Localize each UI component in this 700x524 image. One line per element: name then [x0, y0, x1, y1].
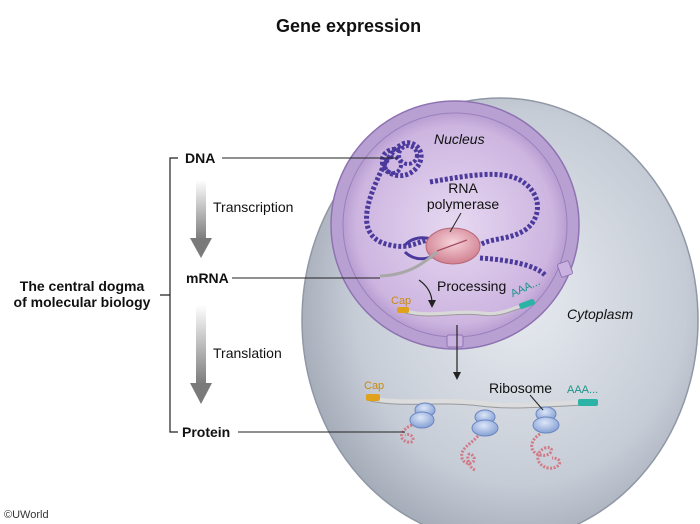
nuclear-pore: [557, 260, 573, 278]
cytoplasm-label: Cytoplasm: [567, 306, 634, 322]
poly-a-tail: [519, 299, 535, 309]
copyright: ©UWorld: [4, 509, 49, 521]
polypeptide-chain: [460, 434, 480, 472]
nuclear-pore: [446, 334, 464, 348]
rna-polymerase-label: RNA polymerase: [421, 180, 505, 212]
processing-label: Processing: [437, 278, 507, 294]
dna-strand: [364, 140, 431, 249]
central-dogma-line2: of molecular biology: [13, 294, 151, 311]
central-dogma-line1: The central dogma: [19, 278, 145, 294]
diagram-title: Gene expression: [276, 16, 422, 36]
ribosome-label: Ribosome: [489, 380, 553, 396]
ribosome: [471, 409, 499, 437]
rna-polymerase-line1: RNA: [448, 180, 478, 196]
dna-strand: [479, 255, 547, 277]
cap-label-cytoplasm: Cap: [364, 380, 385, 392]
cap-label-nucleus: Cap: [391, 295, 412, 307]
protein-label: Protein: [182, 424, 231, 440]
polypeptide-chain: [530, 432, 562, 470]
central-dogma-label: The central dogma of molecular biology: [6, 278, 158, 310]
cap: [397, 307, 409, 313]
dna-label: DNA: [185, 150, 216, 166]
translation-label: Translation: [213, 345, 282, 361]
central-dogma-bracket: [160, 157, 178, 433]
processed-mrna: [404, 304, 523, 316]
nucleus-label: Nucleus: [434, 131, 485, 147]
translation-arrow: [190, 305, 212, 404]
rna-polymerase-line2: polymerase: [426, 196, 500, 213]
polypeptide-chain: [400, 423, 415, 444]
cap: [366, 394, 380, 401]
transcription-label: Transcription: [213, 199, 294, 215]
poly-a-tail: [578, 399, 598, 406]
transcription-arrow: [190, 180, 212, 258]
rna-polymerase: [425, 227, 481, 265]
ribosome: [532, 406, 560, 434]
ribosome: [409, 402, 436, 429]
mrna-label: mRNA: [186, 270, 229, 286]
cytoplasmic-mrna: [369, 396, 596, 407]
nascent-mrna: [379, 250, 438, 278]
poly-a-label-cytoplasm: AAA...: [567, 384, 599, 396]
